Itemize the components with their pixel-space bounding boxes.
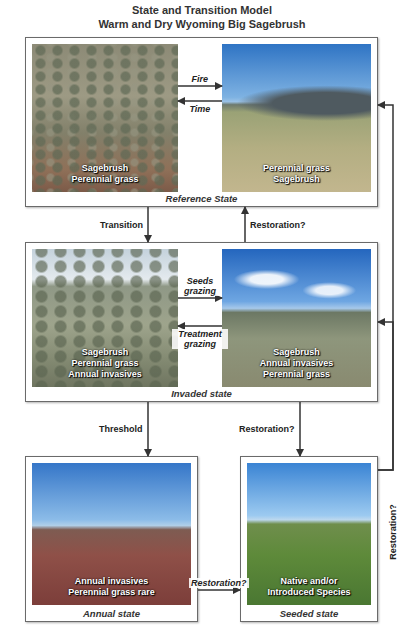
photo-panel: Native and/orIntroduced Species [247,463,371,605]
transition-arrow [147,402,149,456]
species-list: SagebrushAnnual invasivesPerennial grass [222,347,371,380]
species-label: Perennial grass [32,358,178,369]
photo-panel: Annual invasivesPerennial grass rare [32,463,191,605]
transition-label: Seeds grazing [178,276,222,296]
species-label: Annual invasives [32,576,191,587]
species-label: Sagebrush [222,174,371,185]
state-box: Seeded state Native and/orIntroduced Spec… [240,456,378,622]
state-name: Seeded state [241,608,377,619]
state-name: Reference State [26,193,377,204]
transition-label: Restoration? [250,220,306,230]
species-list: Perennial grassSagebrush [222,163,371,185]
species-label: Annual invasives [32,369,178,380]
species-label: Native and/or [247,576,371,587]
transition-arrow [378,322,393,470]
species-list: Annual invasivesPerennial grass rare [32,576,191,598]
state-name: Annual state [26,608,197,619]
transition-label: Restoration? [388,504,398,560]
transition-label: Transition [100,220,143,230]
transition-arrow [198,589,240,591]
species-label: Perennial grass [222,163,371,174]
state-box: Annual state Annual invasivesPerennial gr… [25,456,198,622]
photo-panel: Perennial grassSagebrush [222,44,371,192]
transition-arrow [299,402,301,456]
state-box: Invaded stateSagebrushPerennial grassAnn… [25,242,378,402]
species-label: Perennial grass [222,369,371,380]
species-list: SagebrushPerennial grassAnnual invasives [32,347,178,380]
state-name: Invaded state [26,388,377,399]
species-label: Perennial grass rare [32,587,191,598]
species-list: SagebrushPerennial grass [32,163,178,185]
photo-panel: SagebrushAnnual invasivesPerennial grass [222,249,371,387]
diagram-title: State and Transition Model [0,4,404,16]
species-label: Annual invasives [222,358,371,369]
species-label: Perennial grass [32,174,178,185]
species-label: Sagebrush [32,163,178,174]
state-box: Reference StateSagebrushPerennial grassP… [25,37,378,207]
transition-arrow [244,207,246,242]
transition-label: Fire [190,74,211,84]
transition-label: Restoration? [189,578,249,588]
transition-label: Time [188,104,213,114]
diagram-subtitle: Warm and Dry Wyoming Big Sagebrush [0,18,404,30]
species-label: Sagebrush [222,347,371,358]
transition-arrow [147,207,149,242]
species-list: Native and/orIntroduced Species [247,576,371,598]
transition-label: Treatment grazing [172,329,228,349]
transition-label: Threshold [99,424,143,434]
species-label: Sagebrush [32,347,178,358]
photo-panel: SagebrushPerennial grass [32,44,178,192]
transition-label: Restoration? [239,424,295,434]
photo-panel: SagebrushPerennial grassAnnual invasives [32,249,178,387]
species-label: Introduced Species [247,587,371,598]
transition-arrow [378,105,393,470]
